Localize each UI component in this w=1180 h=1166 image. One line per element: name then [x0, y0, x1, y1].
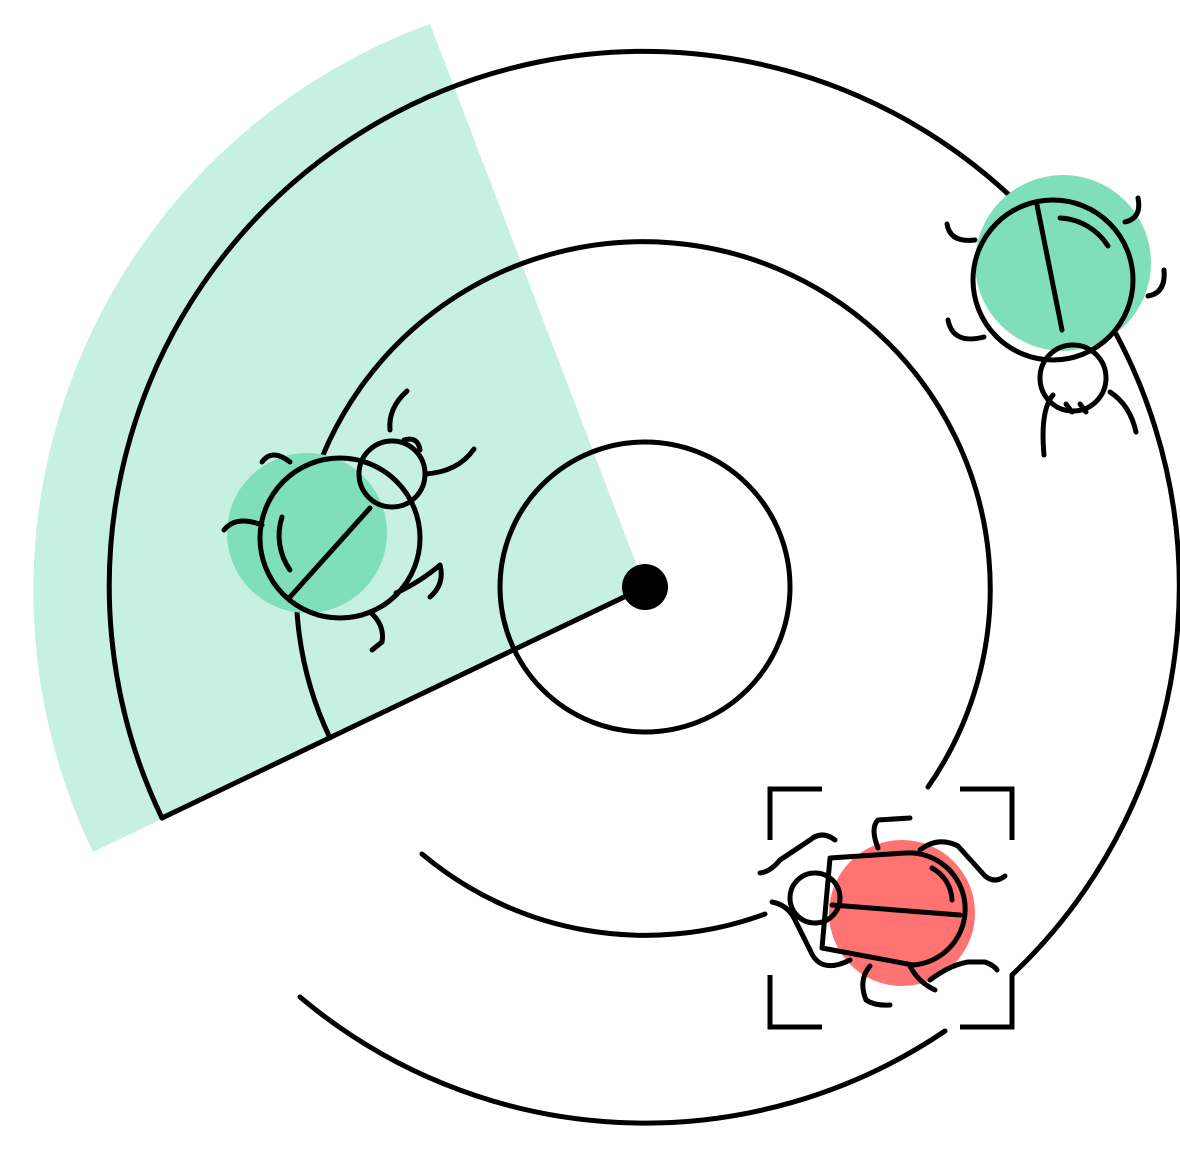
bug-icon — [760, 818, 1005, 1005]
radar-ring-outer-tail — [300, 997, 945, 1123]
radar-ring-middle-tail — [422, 854, 765, 935]
bug-highlight — [227, 453, 387, 613]
bug-icon — [947, 175, 1164, 455]
radar-center-dot — [622, 564, 668, 610]
